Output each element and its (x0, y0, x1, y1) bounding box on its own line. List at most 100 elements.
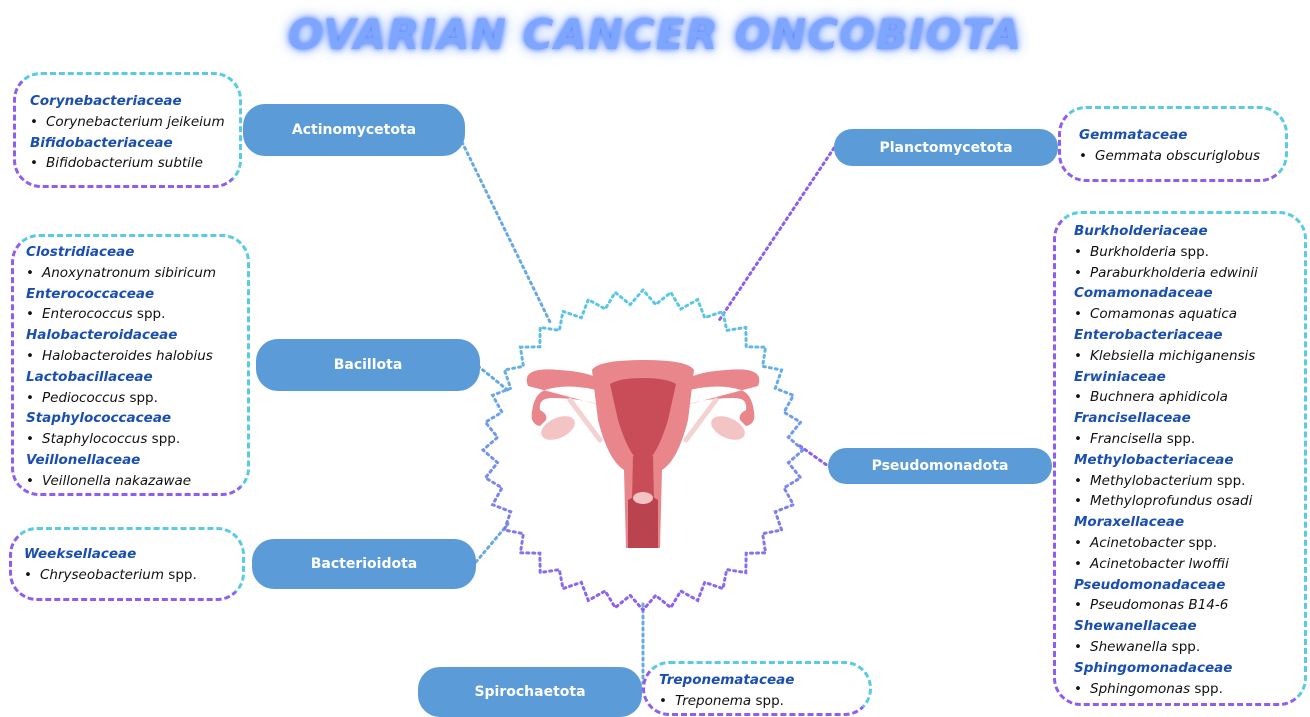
connector-bacterioidota (476, 524, 508, 562)
bullet-icon: • (24, 565, 40, 586)
connector-planctomycetota (718, 148, 834, 322)
bullet-icon: • (1079, 146, 1095, 167)
phylum-spirochaetota: Spirochaetota (418, 667, 642, 717)
species-item: •Veillonella nakazawae (26, 471, 247, 492)
species-qualifier: spp. (1162, 431, 1195, 447)
bullet-icon: • (1074, 491, 1090, 512)
species-name: Bifidobacterium subtile (46, 155, 203, 171)
bullet-icon: • (1074, 304, 1090, 325)
species-qualifier: spp. (164, 567, 197, 583)
species-item: •Pseudomonas B14-6 (1074, 595, 1304, 616)
species-name: Veillonella nakazawae (42, 473, 191, 489)
bullet-icon: • (26, 263, 42, 284)
species-qualifier: spp. (1184, 535, 1217, 551)
family-box-bacterioidota: Weeksellaceae•Chryseobacterium spp. (9, 527, 245, 601)
species-name: Anoxynatronum sibiricum (42, 265, 216, 281)
species-name: Shewanella (1090, 639, 1167, 655)
family-box-planctomycetota: Gemmataceae•Gemmata obscuriglobus (1058, 106, 1288, 182)
bullet-icon: • (1074, 637, 1090, 658)
species-item: •Acinetobacter lwoffii (1074, 554, 1304, 575)
phylum-label: Pseudomonadota (872, 458, 1009, 474)
family-name: Sphingomonadaceae (1074, 658, 1304, 679)
family-name: Pseudomonadaceae (1074, 575, 1304, 596)
species-name: Sphingomonas (1090, 681, 1190, 697)
species-name: Staphylococcus (42, 431, 147, 447)
bullet-icon: • (30, 112, 46, 133)
species-item: •Burkholderia spp. (1074, 242, 1304, 263)
family-name: Treponemataceae (659, 670, 869, 691)
species-item: •Gemmata obscuriglobus (1079, 146, 1285, 167)
species-name: Comamonas aquatica (1090, 306, 1237, 322)
connector-bacillota (478, 366, 510, 392)
species-name: Gemmata obscuriglobus (1095, 148, 1260, 164)
family-box-pseudomonadota: Burkholderiaceae•Burkholderia spp.•Parab… (1053, 211, 1307, 706)
species-item: •Methylobacterium spp. (1074, 471, 1304, 492)
species-name: Paraburkholderia edwinii (1090, 265, 1258, 281)
species-name: Methylobacterium (1090, 473, 1213, 489)
phylum-label: Spirochaetota (474, 684, 585, 700)
phylum-planctomycetota: Planctomycetota (834, 129, 1058, 166)
species-name: Buchnera aphidicola (1090, 389, 1228, 405)
species-qualifier: spp. (1213, 473, 1246, 489)
species-item: •Acinetobacter spp. (1074, 533, 1304, 554)
taxon-list: Gemmataceae•Gemmata obscuriglobus (1079, 125, 1285, 167)
family-name: Veillonellaceae (26, 450, 247, 471)
family-name: Gemmataceae (1079, 125, 1285, 146)
uterus-icon (527, 360, 760, 548)
bullet-icon: • (30, 153, 46, 174)
bullet-icon: • (1074, 554, 1090, 575)
family-name: Corynebacteriaceae (30, 91, 239, 112)
family-name: Halobacteroidaceae (26, 325, 247, 346)
family-name: Shewanellaceae (1074, 616, 1304, 637)
family-name: Enterobacteriaceae (1074, 325, 1304, 346)
family-name: Enterococcaceae (26, 284, 247, 305)
bullet-icon: • (659, 691, 675, 712)
species-item: •Treponema spp. (659, 691, 869, 712)
family-name: Moraxellaceae (1074, 512, 1304, 533)
family-name: Erwiniaceae (1074, 367, 1304, 388)
species-item: •Halobacteroides halobius (26, 346, 247, 367)
species-item: •Buchnera aphidicola (1074, 387, 1304, 408)
bullet-icon: • (1074, 533, 1090, 554)
bullet-icon: • (1074, 679, 1090, 700)
phylum-actinomycetota: Actinomycetota (243, 104, 465, 156)
bullet-icon: • (26, 429, 42, 450)
family-box-spirochaetota: Treponemataceae•Treponema spp. (642, 661, 872, 716)
family-box-bacillota: Clostridiaceae•Anoxynatronum sibiricumEn… (11, 234, 250, 496)
family-name: Comamonadaceae (1074, 283, 1304, 304)
taxon-list: Weeksellaceae•Chryseobacterium spp. (24, 544, 242, 586)
species-name: Acinetobacter (1090, 535, 1184, 551)
bullet-icon: • (1074, 429, 1090, 450)
bullet-icon: • (1074, 387, 1090, 408)
phylum-label: Bacillota (334, 357, 403, 373)
species-qualifier: spp. (1190, 681, 1223, 697)
family-name: Clostridiaceae (26, 242, 247, 263)
species-item: •Anoxynatronum sibiricum (26, 263, 247, 284)
taxon-list: Burkholderiaceae•Burkholderia spp.•Parab… (1074, 221, 1304, 699)
phylum-label: Planctomycetota (879, 140, 1012, 156)
species-item: •Paraburkholderia edwinii (1074, 263, 1304, 284)
bullet-icon: • (26, 346, 42, 367)
species-qualifier: spp. (1167, 639, 1200, 655)
species-name: Klebsiella michiganensis (1090, 348, 1255, 364)
bullet-icon: • (1074, 263, 1090, 284)
bullet-icon: • (1074, 471, 1090, 492)
species-name: Pseudomonas B14-6 (1090, 597, 1228, 613)
species-item: •Sphingomonas spp. (1074, 679, 1304, 700)
species-name: Treponema (675, 693, 751, 709)
species-name: Methyloprofundus osadi (1090, 493, 1252, 509)
bullet-icon: • (26, 304, 42, 325)
family-name: Bifidobacteriaceae (30, 133, 239, 154)
species-item: •Methyloprofundus osadi (1074, 491, 1304, 512)
species-name: Chryseobacterium (40, 567, 164, 583)
species-name: Pediococcus (42, 390, 125, 406)
species-name: Burkholderia (1090, 244, 1176, 260)
species-item: •Staphylococcus spp. (26, 429, 247, 450)
bullet-icon: • (1074, 242, 1090, 263)
family-name: Burkholderiaceae (1074, 221, 1304, 242)
species-name: Halobacteroides halobius (42, 348, 213, 364)
species-qualifier: spp. (1176, 244, 1209, 260)
taxon-list: Corynebacteriaceae•Corynebacterium jeike… (30, 91, 239, 174)
connector-pseudomonadota (800, 446, 828, 466)
species-item: •Enterococcus spp. (26, 304, 247, 325)
